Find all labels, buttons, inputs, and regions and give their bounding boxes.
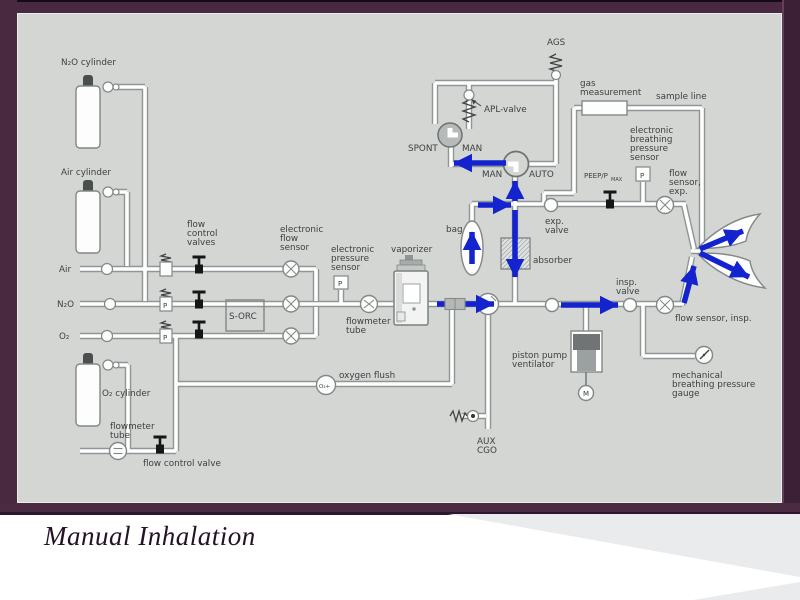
label-flow-control-valve: flow control valve — [143, 459, 221, 469]
label-vaporizer: vaporizer — [391, 245, 433, 255]
label-sorc: S-ORC — [229, 312, 257, 322]
slide-frame-top — [0, 0, 800, 13]
p-label-n2o: P — [163, 302, 167, 310]
aux-cgo-valve — [449, 408, 480, 424]
apl-valve-symbol — [460, 89, 482, 123]
breathing-pressure-sensor-box: P — [635, 166, 651, 182]
piston-pump-ventilator-unit: M — [570, 330, 603, 402]
label-man-bottom: MAN — [482, 170, 502, 180]
slide-frame-right — [782, 0, 800, 515]
flow-sensor-insp-circle — [655, 295, 675, 315]
insp-check-valve-circle — [544, 297, 560, 313]
patient-lungs — [696, 213, 767, 289]
slide-background-wedges — [448, 514, 800, 600]
label-auto: AUTO — [529, 170, 554, 180]
flow-arrow-upper-lung — [698, 228, 745, 252]
vaporizer-unit — [393, 255, 429, 326]
fresh-gas-connector — [444, 297, 466, 311]
flow-arrow-to-y-piece — [680, 265, 699, 304]
label-apl-valve: APL-valve — [484, 105, 527, 115]
label-flow-sensor-insp: flow sensor, insp. — [675, 314, 752, 324]
aux-flowmeter-valve — [108, 435, 167, 461]
label-o2-cylinder: O₂ cylinder — [102, 389, 151, 399]
motor-label: M — [583, 390, 589, 398]
diagram-panel: P P P — [17, 13, 782, 503]
oxygen-flush-button: O₂+ — [315, 374, 337, 396]
label-sample-line: sample line — [656, 92, 707, 102]
insp-valve-circle — [622, 297, 638, 313]
gray-wedge-upper — [448, 514, 800, 577]
label-gas-air: Air — [59, 265, 71, 275]
label-man-top: MAN — [462, 144, 482, 154]
exp-valve-circle — [543, 197, 559, 213]
label-ags: AGS — [547, 38, 566, 48]
spont-man-switch — [437, 122, 463, 148]
peep-pmax-valve — [603, 190, 617, 209]
gas-measurement-box — [581, 100, 628, 116]
anesthesia-circuit-diagram: P P P — [57, 38, 767, 469]
mechanical-gauge — [694, 345, 714, 365]
flowmeter-tube-mid — [359, 294, 379, 314]
flow-control-valves — [192, 255, 206, 339]
slide-title: Manual Inhalation — [44, 521, 256, 551]
label-gas-o2: O₂ — [59, 332, 69, 342]
oxygen-flush-symbol: O₂+ — [319, 384, 331, 390]
label-gas-n2o: N₂O — [57, 300, 74, 310]
label-n2o-cylinder: N₂O cylinder — [61, 58, 116, 68]
gray-wedge-lower — [693, 582, 800, 600]
o2-cylinder — [75, 353, 120, 427]
pipe-network — [80, 72, 706, 455]
label-oxygen-flush: oxygen flush — [339, 371, 395, 381]
label-air-cylinder: Air cylinder — [61, 168, 111, 178]
ags-outlet-symbol — [547, 53, 563, 81]
n2o-cylinder — [75, 75, 120, 149]
sorc-box — [225, 299, 265, 332]
p-label-breathing: P — [640, 172, 644, 180]
label-peep-pmax: PEEP/P — [584, 172, 608, 180]
slide-frame-bottom — [0, 503, 800, 515]
flow-arrow-lower-lung — [698, 250, 751, 280]
flow-sensor-exp-circle — [655, 195, 675, 215]
pressure-regulators: P P — [158, 253, 173, 344]
label-bag: bag — [446, 225, 463, 235]
label-exp-valve: exp.valve — [545, 217, 569, 236]
electronic-flow-sensors — [282, 260, 300, 345]
man-auto-switch — [502, 150, 530, 178]
p-label-fresh-gas: P — [338, 280, 342, 288]
check-valves — [100, 262, 117, 343]
slide-frame-left — [0, 0, 17, 515]
label-absorber: absorber — [533, 256, 573, 266]
label-insp-valve: insp.valve — [616, 278, 640, 297]
p-label-o2: P — [163, 334, 167, 342]
electronic-pressure-sensor-box: P — [333, 275, 349, 290]
air-cylinder — [75, 180, 120, 254]
label-peep-pmax-sub: MAX — [611, 177, 623, 183]
label-spont: SPONT — [408, 144, 438, 154]
